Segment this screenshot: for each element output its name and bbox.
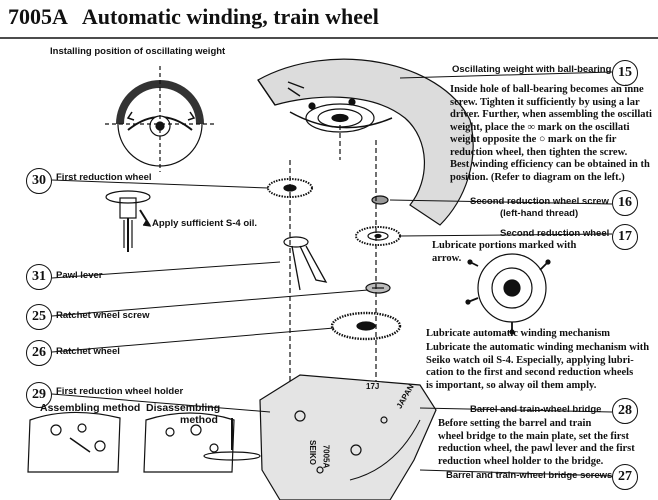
second-reduction-wheel-drawing: [355, 195, 401, 246]
part-28-label: Barrel and train-wheel bridge: [470, 404, 602, 415]
part-27-number: 27: [612, 464, 638, 490]
bridge-plate-drawing: [259, 374, 437, 500]
disassembling-method-label-1: Disassembling: [146, 402, 221, 414]
part-17-label: Second reduction wheel: [500, 228, 610, 239]
plate-brand-mark: SEIKO: [307, 440, 317, 465]
part-30-number: 30: [26, 168, 52, 194]
lube-title: Lubricate automatic winding mechanism: [426, 328, 611, 339]
part-15-number: 15: [612, 60, 638, 86]
oil-application-detail: [105, 190, 152, 252]
lube-note: Lubricate the automatic winding mechanis…: [426, 342, 650, 391]
part-26-label: Ratchet wheel: [56, 346, 120, 357]
part-16-sublabel: (left-hand thread): [500, 208, 579, 219]
title-text: Automatic winding, train wheel: [81, 4, 379, 29]
part-26-number: 26: [26, 340, 52, 366]
part-25-label: Ratchet wheel screw: [56, 310, 150, 321]
caliber-code: 7005A: [8, 4, 68, 29]
leader-lines: [51, 71, 613, 477]
part-31-label: Pawl lever: [56, 270, 103, 281]
lubrication-wheel-diagram: [465, 253, 551, 335]
part-17-number: 17: [612, 224, 638, 250]
ratchet-wheel-drawing: [330, 311, 402, 341]
assembling-method-diagram: [27, 411, 121, 473]
part-30-label: First reduction wheel: [56, 172, 152, 183]
plate-jewels-mark: 17J: [366, 382, 380, 391]
install-position-diagram: [105, 66, 215, 172]
oscillating-weight-drawing: [257, 58, 474, 226]
ratchet-wheel-screw-drawing: [365, 282, 391, 294]
assembling-method-label: Assembling method: [40, 402, 141, 414]
part-15-label: Oscillating weight with ball-bearing: [452, 64, 612, 75]
part-28-number: 28: [612, 398, 638, 424]
disassembling-method-label-2: method: [180, 414, 218, 426]
tool-drawing: [203, 418, 261, 461]
page-title: 7005A Automatic winding, train wheel: [8, 4, 379, 30]
part-29-label: First reduction wheel holder: [56, 386, 184, 397]
part-16-label: Second reduction wheel screw: [470, 196, 609, 207]
oscillating-weight-note: Inside hole of ball-bearing becomes an i…: [450, 84, 652, 183]
part-16-number: 16: [612, 190, 638, 216]
part-31-number: 31: [26, 264, 52, 290]
install-position-label: Installing position of oscillating weigh…: [50, 46, 226, 57]
part-27-label: Barrel and train-wheel bridge screws: [446, 470, 613, 481]
oil-instruction-label: Apply sufficient S-4 oil.: [152, 218, 258, 229]
plate-model-mark: 7005A: [321, 444, 331, 469]
pawl-lever-drawing: [283, 236, 328, 291]
part-25-number: 25: [26, 304, 52, 330]
part-29-number: 29: [26, 382, 52, 408]
